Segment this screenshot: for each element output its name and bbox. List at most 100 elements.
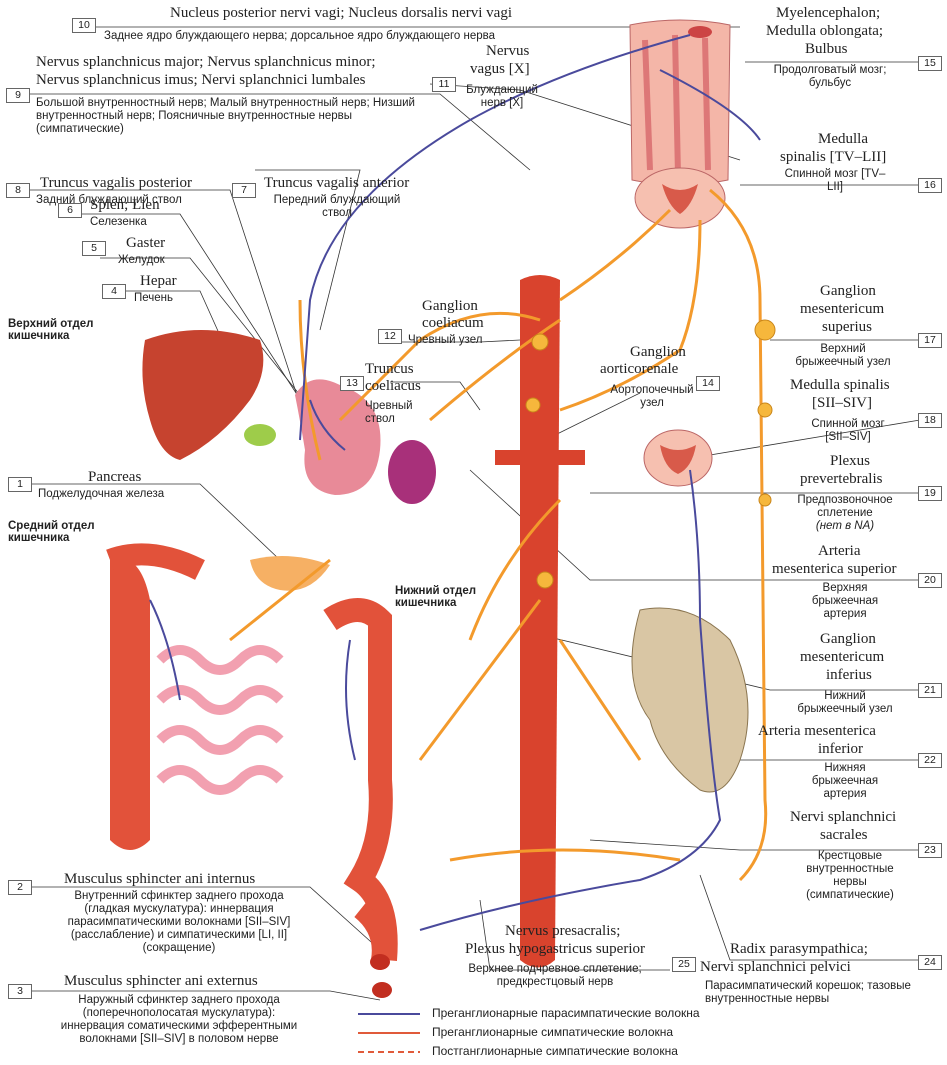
- anal-sphincter-external: [372, 982, 392, 998]
- label-12-russian: Чревный узел: [408, 334, 482, 347]
- legend-text-parasympathetic: Преганглионарные парасимпатические волок…: [432, 1006, 700, 1020]
- aorta: [520, 275, 560, 968]
- anal-sphincter-internal: [370, 954, 390, 970]
- renal-artery-left: [495, 450, 520, 465]
- label-17-russian: Верхний брыжеечный узел: [788, 343, 898, 369]
- region-upper-bowel: Верхний отдел кишечника: [8, 318, 128, 342]
- spinal-cord-thoracic: [635, 168, 725, 228]
- liver: [142, 330, 263, 460]
- label-16-russian: Спинной мозг [TV–LII]: [780, 168, 890, 194]
- label-11-number: 11: [432, 77, 456, 92]
- label-14-latin-1: Ganglion: [630, 343, 686, 361]
- region-middle-bowel: Средний отдел кишечника: [8, 520, 128, 544]
- label-23-latin-1: Nervi splanchnici: [790, 808, 896, 826]
- label-3-latin: Musculus sphincter ani externus: [64, 972, 258, 990]
- label-18-latin-2: [SII–SIV]: [812, 394, 872, 412]
- region-lower-bowel: Нижний отдел кишечника: [395, 585, 505, 609]
- label-2-russian: Внутренний сфинктер заднего прохода (гла…: [54, 890, 304, 955]
- label-11-latin-2: vagus [X]: [470, 60, 530, 78]
- label-15-number: 15: [918, 56, 942, 71]
- label-6-latin: Splen; Lien: [90, 196, 160, 214]
- label-2-number: 2: [8, 880, 32, 895]
- label-1-latin: Pancreas: [88, 468, 141, 486]
- label-22-number: 22: [918, 753, 942, 768]
- label-16-latin-2: spinalis [TV–LII]: [780, 148, 886, 166]
- legend-text-post-sympathetic: Постганглионарные симпатические волокна: [432, 1044, 678, 1058]
- label-18-number: 18: [918, 413, 942, 428]
- label-20-number: 20: [918, 573, 942, 588]
- label-10-latin: Nucleus posterior nervi vagi; Nucleus do…: [170, 4, 512, 22]
- label-19-russian: Предпозвоночное сплетение: [785, 494, 905, 520]
- label-15-russian: Продолговатый мозг; бульбус: [755, 64, 905, 90]
- label-4-russian: Печень: [134, 292, 173, 305]
- label-5-russian: Желудок: [118, 254, 165, 267]
- label-19-latin-1: Plexus: [830, 452, 870, 470]
- label-15-latin-1: Myelencephalon;: [776, 4, 880, 22]
- label-13-russian: Чревный ствол: [365, 400, 435, 426]
- label-1-number: 1: [8, 477, 32, 492]
- label-25-latin-1: Nervus presacralis;: [505, 922, 620, 940]
- label-16-latin-1: Medulla: [818, 130, 868, 148]
- label-20-russian: Верхняя брыжеечная артерия: [790, 582, 900, 621]
- label-13-latin-1: Truncus: [365, 360, 414, 378]
- label-11-russian: Блуждающий нерв [X]: [462, 84, 542, 110]
- label-23-latin-2: sacrales: [820, 826, 867, 844]
- label-22-russian: Нижняя брыжеечная артерия: [800, 762, 890, 801]
- renal-artery-right: [555, 450, 585, 465]
- label-7-latin: Truncus vagalis anterior: [264, 174, 409, 192]
- legend-text-pre-sympathetic: Преганглионарные симпатические волокна: [432, 1025, 673, 1039]
- ascending-colon: [110, 558, 150, 850]
- label-21-russian: Нижний брыжеечный узел: [790, 690, 900, 716]
- label-10-russian: Заднее ядро блуждающего нерва; дорсально…: [104, 30, 624, 43]
- label-3-russian: Наружный сфинктер заднего прохода (попер…: [54, 994, 304, 1046]
- label-8-number: 8: [6, 183, 30, 198]
- label-14-number: 14: [696, 376, 720, 391]
- label-24-number: 24: [918, 955, 942, 970]
- label-24-latin-1: Radix parasympathica;: [730, 940, 868, 958]
- label-10-number: 10: [72, 18, 96, 33]
- label-25-latin-2: Plexus hypogastricus superior: [465, 940, 645, 958]
- label-17-latin-2: mesentericum: [800, 300, 884, 318]
- label-23-number: 23: [918, 843, 942, 858]
- label-22-latin-1: Arteria mesenterica: [758, 722, 876, 740]
- label-12-number: 12: [378, 329, 402, 344]
- label-20-latin-2: mesenterica superior: [772, 560, 897, 578]
- label-1-russian: Поджелудочная железа: [38, 488, 164, 501]
- label-17-latin-3: superius: [822, 318, 872, 336]
- label-8-latin: Truncus vagalis posterior: [40, 174, 192, 192]
- label-2-latin: Musculus sphincter ani internus: [64, 870, 255, 888]
- label-23-russian: Крестцовые внутренностные нервы (симпати…: [790, 850, 910, 902]
- gallbladder: [244, 424, 276, 446]
- label-18-russian: Спинной мозг [SII–SIV]: [798, 418, 898, 444]
- label-15-latin-2: Medulla oblongata;: [766, 22, 883, 40]
- small-intestine: [160, 650, 280, 790]
- spleen: [388, 440, 436, 504]
- label-15-latin-3: Bulbus: [805, 40, 848, 58]
- label-25-russian: Верхнее подчревное сплетение; предкрестц…: [440, 963, 670, 989]
- sacrum: [632, 608, 748, 792]
- label-9-latin-1: Nervus splanchnicus major; Nervus splanc…: [36, 53, 376, 71]
- label-5-latin: Gaster: [126, 234, 165, 252]
- label-5-number: 5: [82, 241, 106, 256]
- label-9-latin-2: Nervus splanchnicus imus; Nervi splanchn…: [36, 71, 366, 89]
- label-6-russian: Селезенка: [90, 216, 147, 229]
- label-14-russian: Аортопочечный узел: [608, 384, 696, 410]
- pancreas: [250, 556, 330, 591]
- label-17-latin-1: Ganglion: [820, 282, 876, 300]
- label-9-russian: Большой внутренностный нерв; Малый внутр…: [36, 97, 426, 136]
- label-19-latin-2: prevertebralis: [800, 470, 882, 488]
- medulla-oblongata: [630, 20, 730, 185]
- label-16-number: 16: [918, 178, 942, 193]
- label-13-latin-2: coeliacus: [365, 377, 421, 395]
- label-24-russian: Парасимпатический корешок; тазовые внутр…: [705, 980, 915, 1006]
- label-4-number: 4: [102, 284, 126, 299]
- label-18-latin-1: Medulla spinalis: [790, 376, 890, 394]
- label-19-number: 19: [918, 486, 942, 501]
- label-12-latin-1: Ganglion: [422, 297, 478, 315]
- label-3-number: 3: [8, 984, 32, 999]
- label-6-number: 6: [58, 203, 82, 218]
- label-25-number: 25: [672, 957, 696, 972]
- spinal-cord-sacral: [644, 430, 712, 486]
- label-14-latin-2: aorticorenale: [600, 360, 678, 378]
- descending-colon: [330, 610, 386, 960]
